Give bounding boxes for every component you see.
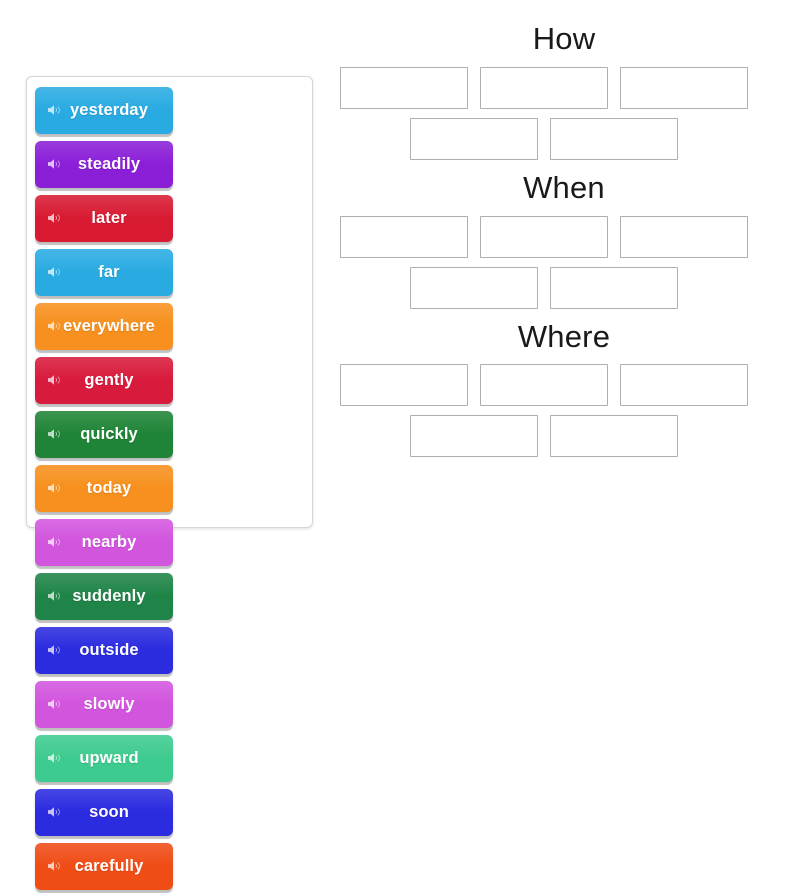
word-tile[interactable]: quickly: [35, 410, 173, 458]
word-tile[interactable]: soon: [35, 788, 173, 836]
word-tile[interactable]: carefully: [35, 842, 173, 890]
word-tile[interactable]: outside: [35, 626, 173, 674]
category-group: When: [340, 169, 788, 309]
drop-slot[interactable]: [480, 364, 608, 407]
word-tile-label: steadily: [77, 154, 141, 173]
drop-slot[interactable]: [410, 117, 538, 160]
drop-slot[interactable]: [550, 117, 678, 160]
word-tile[interactable]: nearby: [35, 518, 173, 566]
word-tile-label: later: [91, 208, 127, 227]
drop-slot[interactable]: [620, 215, 748, 258]
word-bank-panel: yesterday steadily later far everywhere gentl…: [26, 76, 313, 890]
word-tile[interactable]: far: [35, 248, 173, 296]
word-tile[interactable]: today: [35, 464, 173, 512]
word-tile-label: yesterday: [70, 100, 148, 119]
drop-slot[interactable]: [340, 364, 468, 407]
drop-slot[interactable]: [620, 364, 748, 407]
word-tile-label: quickly: [80, 424, 138, 443]
word-tile[interactable]: everywhere: [35, 302, 173, 350]
drop-slot[interactable]: [340, 66, 468, 109]
category-title: How: [532, 21, 596, 56]
drop-slot[interactable]: [550, 415, 678, 458]
category-group: How: [340, 20, 788, 160]
drop-slot[interactable]: [410, 266, 538, 309]
word-tile-label: gently: [84, 370, 134, 389]
drop-slot[interactable]: [340, 215, 468, 258]
word-tile[interactable]: upward: [35, 734, 173, 782]
word-tile[interactable]: yesterday: [35, 86, 173, 134]
category-title: When: [523, 169, 605, 205]
word-tile-label: everywhere: [63, 316, 155, 335]
word-tile[interactable]: gently: [35, 356, 173, 404]
drop-slot[interactable]: [480, 66, 608, 109]
drop-slot-row: [340, 415, 788, 458]
drop-slot-row: [340, 266, 788, 309]
drop-slot[interactable]: [410, 415, 538, 458]
category-title: Where: [517, 318, 611, 354]
word-tile[interactable]: suddenly: [35, 572, 173, 620]
drop-slot-row: [340, 66, 788, 109]
drop-slot-row: [340, 117, 788, 160]
word-tile-label: nearby: [81, 532, 137, 551]
word-tile-label: far: [98, 262, 120, 281]
word-tile-grid: yesterday steadily later far everywhere gentl…: [33, 83, 306, 893]
category-group: Where: [340, 318, 788, 458]
word-tile[interactable]: steadily: [35, 140, 173, 188]
drop-slot[interactable]: [480, 215, 608, 258]
drop-slot-row: [340, 364, 788, 407]
word-tile[interactable]: slowly: [35, 680, 173, 728]
word-tile-label: today: [86, 478, 132, 497]
word-tile[interactable]: later: [35, 194, 173, 242]
drop-slot[interactable]: [550, 266, 678, 309]
drop-slot[interactable]: [620, 66, 748, 109]
drop-slot-row: [340, 215, 788, 258]
